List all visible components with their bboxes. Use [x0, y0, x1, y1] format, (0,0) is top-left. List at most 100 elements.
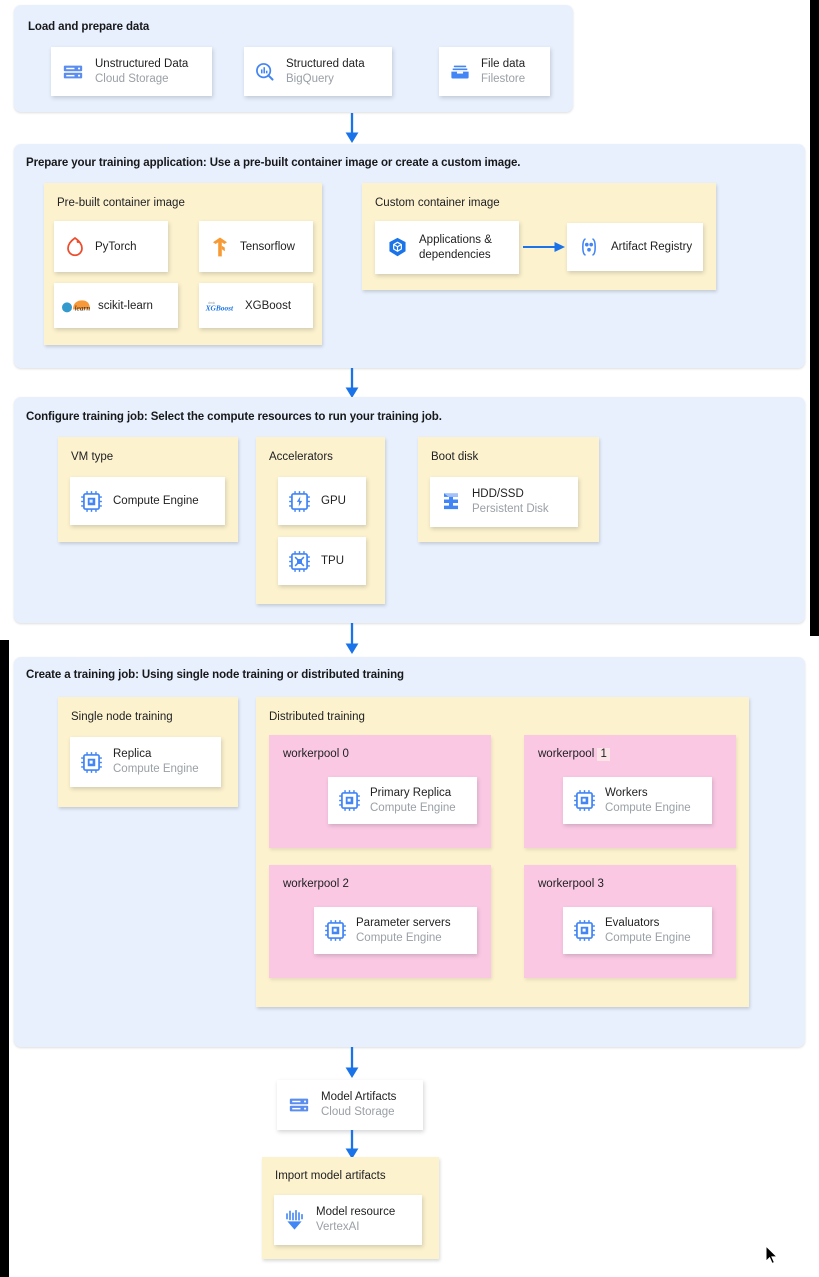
- card-structured-data[interactable]: Structured data BigQuery: [244, 47, 392, 96]
- card-title: Workers: [605, 786, 648, 799]
- card-hdd-ssd[interactable]: HDD/SSD Persistent Disk: [430, 477, 578, 527]
- pool-label: workerpool: [283, 878, 340, 890]
- group-single-node-training: Single node training: [58, 697, 238, 807]
- section-title: Create a training job: Using single node…: [26, 669, 404, 681]
- group-vm-type: VM type C: [58, 437, 238, 542]
- cpu-chip-icon: [563, 919, 605, 942]
- section-title: Configure training job: Select the compu…: [26, 411, 442, 423]
- card-text: Primary Replica Compute Engine: [370, 786, 456, 815]
- card-subtitle: Compute Engine: [356, 931, 442, 944]
- card-text: Tensorflow: [240, 241, 295, 253]
- card-replica[interactable]: Replica Compute Engine: [70, 737, 221, 787]
- card-text: GPU: [321, 495, 346, 507]
- group-boot-disk: Boot disk HDD/SSD Persistent Disk: [418, 437, 599, 542]
- cpu-chip-icon: [70, 490, 113, 513]
- card-title: Structured data: [286, 57, 365, 70]
- card-subtitle: Cloud Storage: [95, 72, 169, 85]
- card-text: Structured data BigQuery: [286, 57, 365, 86]
- card-primary-replica[interactable]: Primary Replica Compute Engine: [328, 777, 489, 835]
- card-title: Replica: [113, 748, 152, 761]
- card-text: File data Filestore: [481, 57, 525, 86]
- card-title: File data: [481, 57, 526, 70]
- arrow-model-artifacts-to-import: [340, 1130, 364, 1165]
- arrow-configure-to-create: [340, 623, 364, 660]
- card-pytorch[interactable]: PyTorch: [54, 221, 168, 272]
- card-subtitle: Compute Engine: [605, 931, 691, 944]
- card-model-resource[interactable]: Model resource VertexAI: [274, 1195, 422, 1245]
- card-applications-and-dependencies[interactable]: Applications & dependencies: [375, 221, 519, 274]
- card-scikit-learn[interactable]: learn scikit-learn: [54, 283, 178, 328]
- card-text: Model resource VertexAI: [316, 1205, 395, 1234]
- card-subtitle: Cloud Storage: [321, 1106, 395, 1118]
- card-workers[interactable]: Workers Compute Engine: [563, 777, 724, 835]
- section-load-and-prepare-data: Load and prepare data Unstructured Data …: [14, 5, 573, 112]
- card-title: Primary Replica: [370, 786, 452, 799]
- svg-text:XGBoost: XGBoost: [205, 303, 234, 312]
- card-title: Compute Engine: [113, 495, 199, 507]
- card-xgboost[interactable]: dmlc XGBoost XGBoost: [199, 283, 313, 328]
- card-title: XGBoost: [245, 299, 292, 312]
- card-text: Parameter servers Compute Engine: [356, 916, 451, 945]
- card-subtitle: Compute Engine: [370, 801, 456, 814]
- cpu-chip-icon: [70, 751, 113, 774]
- arrow-create-to-model-artifacts: [340, 1047, 364, 1084]
- group-distributed-training: Distributed training workerpool 0: [256, 697, 749, 1007]
- card-gpu[interactable]: GPU: [278, 477, 366, 525]
- cloud-storage-icon: [51, 61, 95, 83]
- cpu-chip-icon: [314, 919, 356, 942]
- xgboost-logo: dmlc XGBoost: [199, 297, 245, 315]
- card-title: Applications &: [419, 233, 492, 246]
- card-text: Compute Engine: [113, 495, 199, 507]
- bigquery-icon: [244, 61, 286, 83]
- card-file-data[interactable]: File data Filestore: [439, 47, 550, 96]
- section-title: Load and prepare data: [28, 21, 150, 33]
- group-import-model-artifacts: Import model artifacts Model resource: [262, 1157, 439, 1259]
- card-text: PyTorch: [95, 241, 137, 253]
- card-title: PyTorch: [95, 240, 137, 253]
- card-evaluators[interactable]: Evaluators Compute Engine: [563, 907, 724, 965]
- card-unstructured-data[interactable]: Unstructured Data Cloud Storage: [51, 47, 212, 96]
- card-text: scikit-learn: [98, 300, 153, 312]
- arrow-load-to-prepare: [340, 113, 364, 149]
- section-configure-training-job: Configure training job: Select the compu…: [14, 397, 805, 623]
- card-tpu[interactable]: TPU: [278, 537, 366, 585]
- card-artifact-registry[interactable]: Artifact Registry: [567, 223, 703, 271]
- card-title: scikit-learn: [98, 299, 153, 312]
- tensorflow-logo: [199, 235, 240, 259]
- pool-workerpool-3: workerpool 3: [524, 865, 736, 978]
- card-subtitle: Persistent Disk: [472, 503, 549, 515]
- card-title: Model resource: [316, 1206, 396, 1219]
- vertex-ai-icon: [274, 1208, 316, 1232]
- card-title: TPU: [321, 555, 344, 567]
- card-parameter-servers[interactable]: Parameter servers Compute Engine: [314, 907, 489, 965]
- card-compute-engine[interactable]: Compute Engine: [70, 477, 225, 525]
- cpu-chip-icon: [328, 789, 370, 812]
- tpu-chip-icon: [278, 550, 321, 573]
- arrow-app-to-artifact-registry: [523, 240, 566, 259]
- group-title: VM type: [71, 451, 114, 463]
- filestore-icon: [439, 61, 481, 83]
- pool-title: workerpool 0: [283, 748, 349, 760]
- section-prepare-training-application: Prepare your training application: Use a…: [14, 144, 805, 368]
- pool-label: workerpool: [538, 878, 595, 890]
- card-title-line2: dependencies: [419, 248, 491, 261]
- scikit-learn-logo: learn: [54, 297, 98, 315]
- card-text: Evaluators Compute Engine: [605, 916, 691, 945]
- card-text: XGBoost: [245, 300, 291, 312]
- card-text: TPU: [321, 555, 344, 567]
- pytorch-logo: [54, 235, 95, 259]
- pool-workerpool-0: workerpool 0: [269, 735, 491, 848]
- group-title: Distributed training: [269, 711, 365, 723]
- group-title: Custom container image: [375, 197, 500, 209]
- pool-index-selected[interactable]: 1: [597, 748, 610, 761]
- card-text: Unstructured Data Cloud Storage: [95, 57, 188, 86]
- window-edge-right: [810, 0, 819, 636]
- svg-text:dmlc: dmlc: [208, 301, 215, 305]
- card-model-artifacts[interactable]: Model Artifacts Cloud Storage: [277, 1080, 423, 1130]
- persistent-disk-icon: [430, 490, 472, 514]
- card-subtitle: Compute Engine: [113, 763, 199, 775]
- group-title: Boot disk: [431, 451, 479, 463]
- card-title: Model Artifacts: [321, 1091, 397, 1104]
- card-tensorflow[interactable]: Tensorflow: [199, 221, 313, 272]
